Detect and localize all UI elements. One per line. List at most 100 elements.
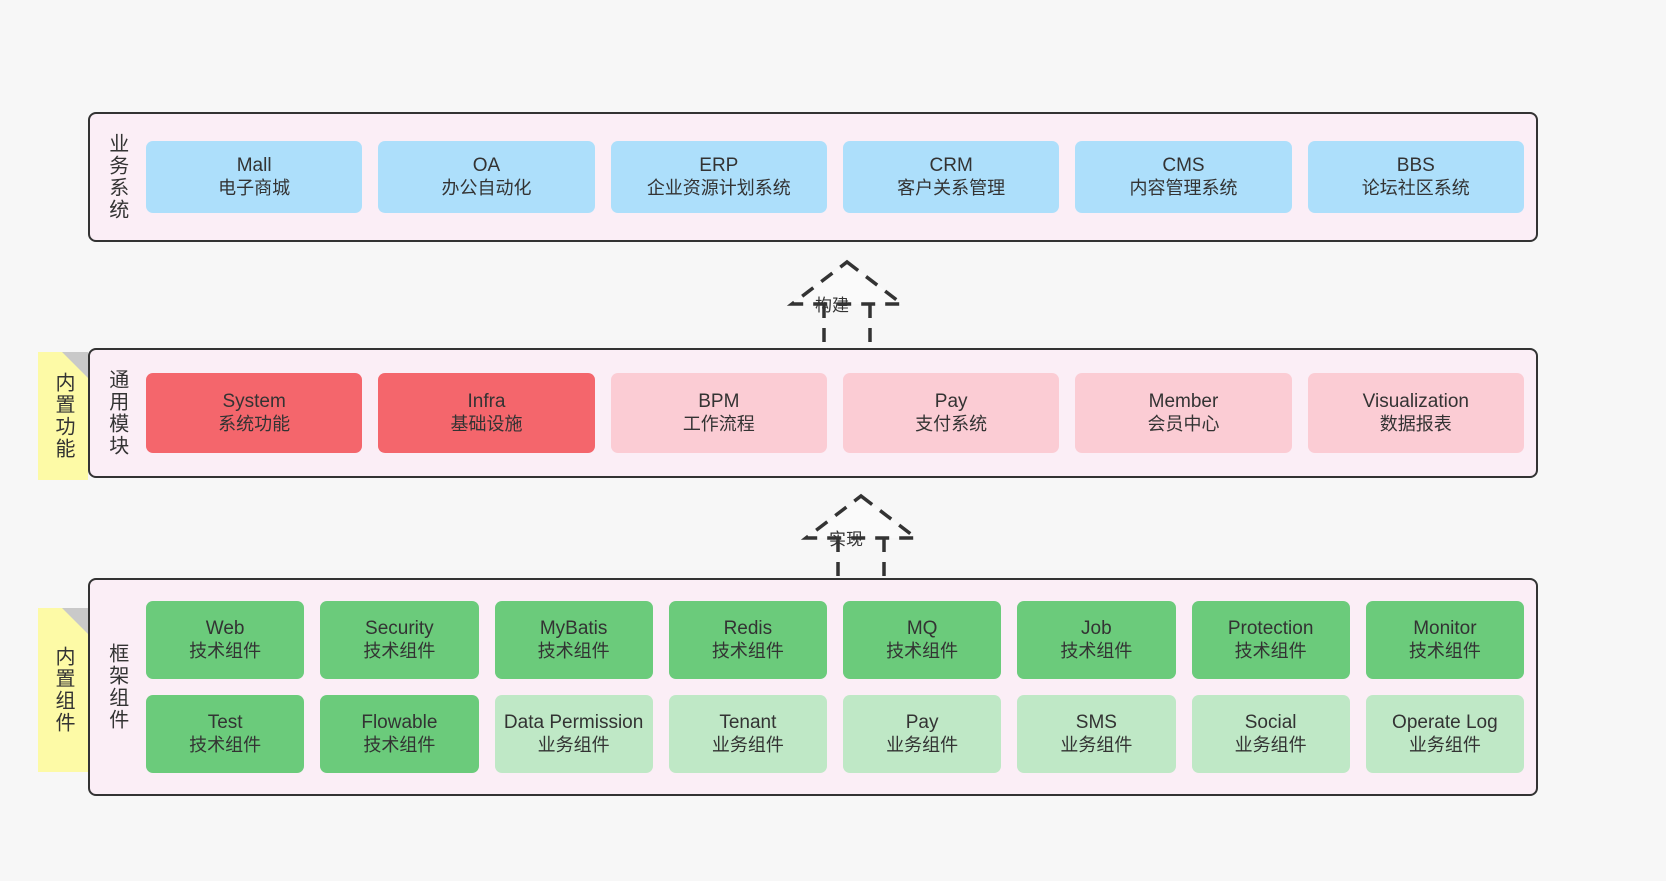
note-fold-icon bbox=[62, 352, 88, 378]
business-card-subtitle: 客户关系管理 bbox=[897, 178, 1006, 199]
framework-card-subtitle: 业务组件 bbox=[886, 735, 959, 756]
build-arrow-label: 构建 bbox=[815, 296, 849, 315]
business-card-title: BBS bbox=[1396, 154, 1435, 176]
module-card-title: BPM bbox=[698, 390, 740, 412]
framework-card-title: Tenant bbox=[719, 711, 777, 733]
framework-card-subtitle: 业务组件 bbox=[1060, 735, 1133, 756]
framework-card-subtitle: 技术组件 bbox=[363, 735, 436, 756]
framework-card-subtitle: 业务组件 bbox=[1234, 735, 1307, 756]
module-card-title: Pay bbox=[934, 390, 968, 412]
module-layer-title: 通用模块 bbox=[105, 369, 128, 457]
module-card-subtitle: 数据报表 bbox=[1379, 414, 1452, 435]
impl-arrow: 实现 bbox=[766, 492, 956, 582]
build-arrow-glyph bbox=[786, 259, 908, 348]
module-card-title: Member bbox=[1148, 390, 1219, 412]
module-card-subtitle: 支付系统 bbox=[915, 414, 988, 435]
framework-card-subtitle: 技术组件 bbox=[886, 641, 959, 662]
framework-card-title: MQ bbox=[906, 617, 938, 639]
framework-card-subtitle: 技术组件 bbox=[189, 735, 262, 756]
framework-card-subtitle: 技术组件 bbox=[363, 641, 436, 662]
framework-card-title: Data Permission bbox=[503, 711, 644, 733]
framework-card-title: Flowable bbox=[361, 711, 438, 733]
business-card-title: CMS bbox=[1162, 154, 1205, 176]
framework-card-title: Redis bbox=[723, 617, 773, 639]
framework-card-title: Monitor bbox=[1413, 617, 1477, 639]
framework-card-subtitle: 业务组件 bbox=[711, 735, 784, 756]
framework-layer-title: 框架组件 bbox=[105, 643, 128, 731]
framework-card-subtitle: 技术组件 bbox=[189, 641, 262, 662]
note-builtin-components-label: 内置组件 bbox=[52, 646, 74, 734]
impl-arrow-label: 实现 bbox=[829, 530, 863, 549]
business-card-title: ERP bbox=[699, 154, 739, 176]
module-card-subtitle: 基础设施 bbox=[450, 414, 523, 435]
framework-card-title: Social bbox=[1244, 711, 1297, 733]
business-card-subtitle: 论坛社区系统 bbox=[1361, 178, 1470, 199]
framework-card-subtitle: 技术组件 bbox=[1408, 641, 1481, 662]
business-card-subtitle: 内容管理系统 bbox=[1129, 178, 1238, 199]
note-fold-icon bbox=[62, 608, 88, 634]
business-layer-title: 业务系统 bbox=[105, 133, 128, 221]
module-card-title: Visualization bbox=[1362, 390, 1469, 412]
framework-card-title: Protection bbox=[1227, 617, 1314, 639]
module-card-title: Infra bbox=[467, 390, 506, 412]
business-card-title: OA bbox=[472, 154, 501, 176]
framework-card-title: Pay bbox=[905, 711, 939, 733]
note-builtin-components: 内置组件 bbox=[38, 608, 88, 772]
framework-card-title: MyBatis bbox=[539, 617, 608, 639]
framework-card-subtitle: 业务组件 bbox=[537, 735, 610, 756]
framework-card-title: Test bbox=[207, 711, 243, 733]
note-builtin-functions: 内置功能 bbox=[38, 352, 88, 480]
module-card-title: System bbox=[222, 390, 286, 412]
module-card-subtitle: 会员中心 bbox=[1147, 414, 1220, 435]
framework-card-title: Security bbox=[365, 617, 434, 639]
business-card-subtitle: 企业资源计划系统 bbox=[646, 178, 791, 199]
build-arrow: 构建 bbox=[752, 258, 942, 348]
framework-card-subtitle: 技术组件 bbox=[1060, 641, 1133, 662]
impl-arrow-glyph bbox=[800, 493, 922, 582]
framework-card-subtitle: 业务组件 bbox=[1408, 735, 1481, 756]
module-card-subtitle: 工作流程 bbox=[682, 414, 755, 435]
framework-card-subtitle: 技术组件 bbox=[1234, 641, 1307, 662]
business-card-subtitle: 办公自动化 bbox=[441, 178, 532, 199]
framework-card-title: Web bbox=[205, 617, 245, 639]
framework-card-subtitle: 技术组件 bbox=[537, 641, 610, 662]
